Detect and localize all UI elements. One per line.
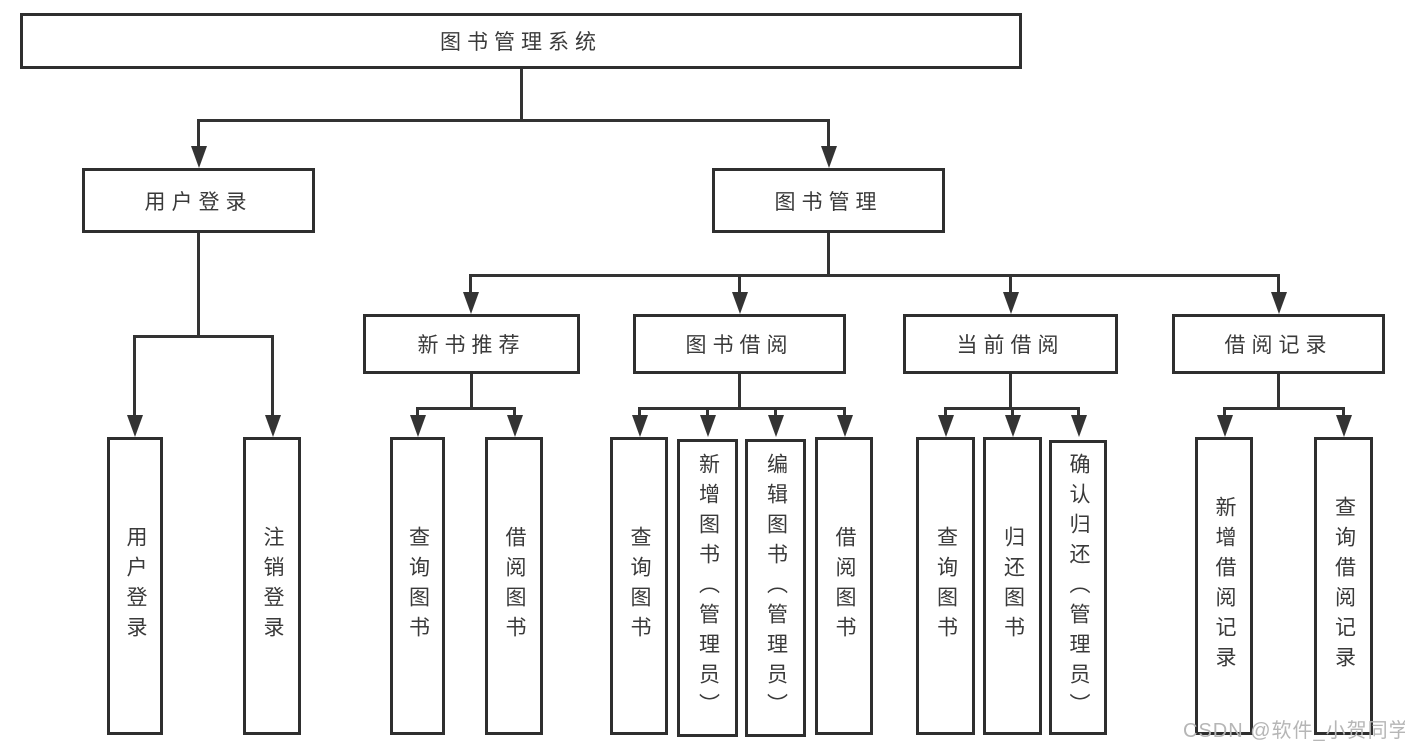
leaf-user-login: 用户登录 bbox=[107, 437, 163, 735]
connector-modules-rail bbox=[469, 274, 1279, 277]
arrow-down bbox=[513, 407, 516, 416]
arrow-down bbox=[638, 407, 641, 416]
leaf-recommend-borrow-books: 借阅图书 bbox=[485, 437, 543, 735]
arrow-down bbox=[271, 335, 274, 416]
leaf-user-logout: 注销登录 bbox=[243, 437, 301, 735]
connector-recommend-rail bbox=[416, 407, 515, 410]
leaf-borrow-borrow-books: 借阅图书 bbox=[815, 437, 873, 735]
leaf-recommend-query-books: 查询图书 bbox=[390, 437, 445, 735]
arrow-down bbox=[827, 119, 830, 147]
leaf-borrow-query-books: 查询图书 bbox=[610, 437, 668, 735]
connector-records-stub bbox=[1277, 374, 1280, 407]
leaf-current-query-books: 查询图书 bbox=[916, 437, 975, 735]
arrow-down bbox=[944, 407, 947, 416]
node-book-management: 图书管理 bbox=[712, 168, 945, 233]
connector-borrow-rail bbox=[638, 407, 845, 410]
node-user-login-branch: 用户登录 bbox=[82, 168, 315, 233]
connector-level2-rail bbox=[197, 119, 829, 122]
leaf-records-add-record: 新增借阅记录 bbox=[1195, 437, 1253, 735]
connector-recommend-stub bbox=[470, 374, 473, 407]
arrow-down bbox=[1009, 274, 1012, 293]
connector-borrow-stub bbox=[738, 374, 741, 407]
arrow-down bbox=[469, 274, 472, 293]
arrow-down bbox=[706, 407, 709, 416]
leaf-borrow-add-books-admin: 新增图书（管理员） bbox=[677, 439, 738, 737]
connector-book-stub bbox=[827, 233, 830, 274]
arrow-down bbox=[738, 274, 741, 293]
arrow-down bbox=[416, 407, 419, 416]
connector-user-rail bbox=[133, 335, 273, 338]
arrow-down bbox=[1342, 407, 1345, 416]
leaf-current-return-books: 归还图书 bbox=[983, 437, 1042, 735]
arrow-down bbox=[133, 335, 136, 416]
connector-root-stub bbox=[520, 69, 523, 119]
connector-records-rail bbox=[1223, 407, 1344, 410]
arrow-down bbox=[1011, 407, 1014, 416]
connector-current-stub bbox=[1009, 374, 1012, 407]
node-borrow-records: 借阅记录 bbox=[1172, 314, 1385, 374]
connector-user-stub bbox=[197, 233, 200, 335]
csdn-watermark: CSDN @软件_小贺同学 bbox=[1183, 720, 1405, 742]
leaf-borrow-edit-books-admin: 编辑图书（管理员） bbox=[745, 439, 806, 737]
leaf-records-query-record: 查询借阅记录 bbox=[1314, 437, 1373, 735]
arrow-down bbox=[1077, 407, 1080, 416]
arrow-down bbox=[197, 119, 200, 147]
arrow-down bbox=[1223, 407, 1226, 416]
arrow-down bbox=[843, 407, 846, 416]
node-book-borrow: 图书借阅 bbox=[633, 314, 846, 374]
arrow-down bbox=[1277, 274, 1280, 293]
node-new-book-recommend: 新书推荐 bbox=[363, 314, 580, 374]
node-current-borrow: 当前借阅 bbox=[903, 314, 1118, 374]
leaf-current-confirm-return-admin: 确认归还（管理员） bbox=[1049, 440, 1107, 735]
arrow-down bbox=[774, 407, 777, 416]
node-root: 图书管理系统 bbox=[20, 13, 1022, 69]
